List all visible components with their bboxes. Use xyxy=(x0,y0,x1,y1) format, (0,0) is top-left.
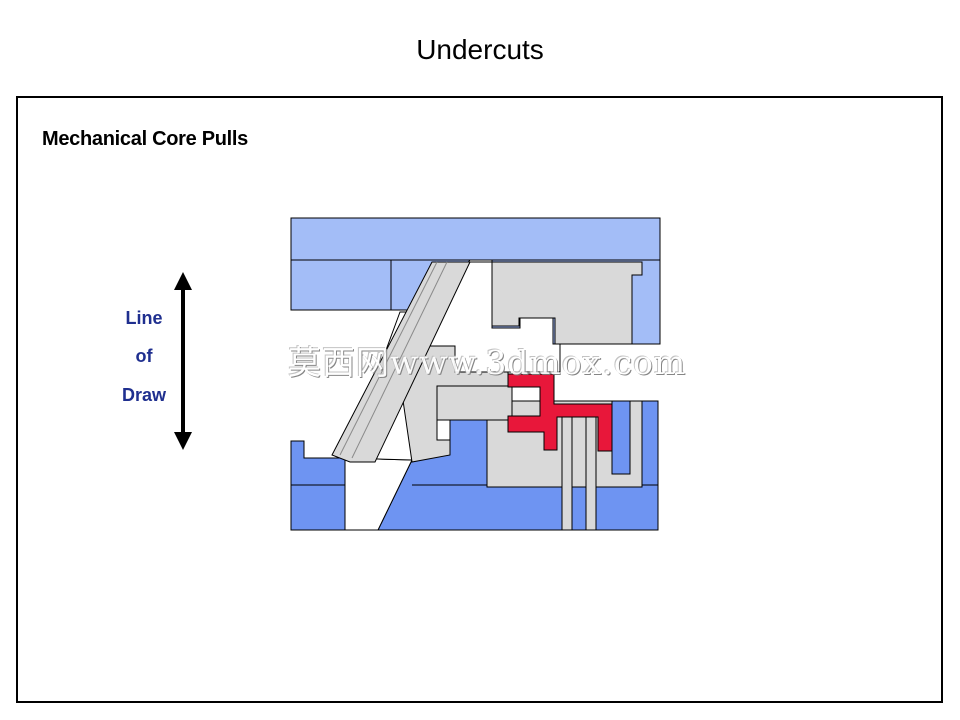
ejector-pin-1 xyxy=(561,416,573,531)
slide-body xyxy=(436,385,513,421)
line-of-draw-label-line: Line xyxy=(125,308,163,328)
watermark-text: 莫西网www.3dmox.com xyxy=(288,343,687,382)
angle-pin xyxy=(331,261,471,463)
mold-cross-section-diagram xyxy=(290,217,661,531)
slide-guide xyxy=(399,345,509,463)
slide-title: Undercuts xyxy=(416,34,544,65)
top-mold-plate-lower xyxy=(290,259,392,311)
line-of-draw-arrow-icon xyxy=(174,272,192,450)
section-title: Mechanical Core Pulls xyxy=(42,128,248,150)
ejector-pin-2 xyxy=(585,416,597,531)
molded-part xyxy=(507,373,613,452)
content-frame xyxy=(16,96,943,703)
line-of-draw-label-of: of xyxy=(135,346,153,366)
line-of-draw-label-draw: Draw xyxy=(121,385,166,405)
